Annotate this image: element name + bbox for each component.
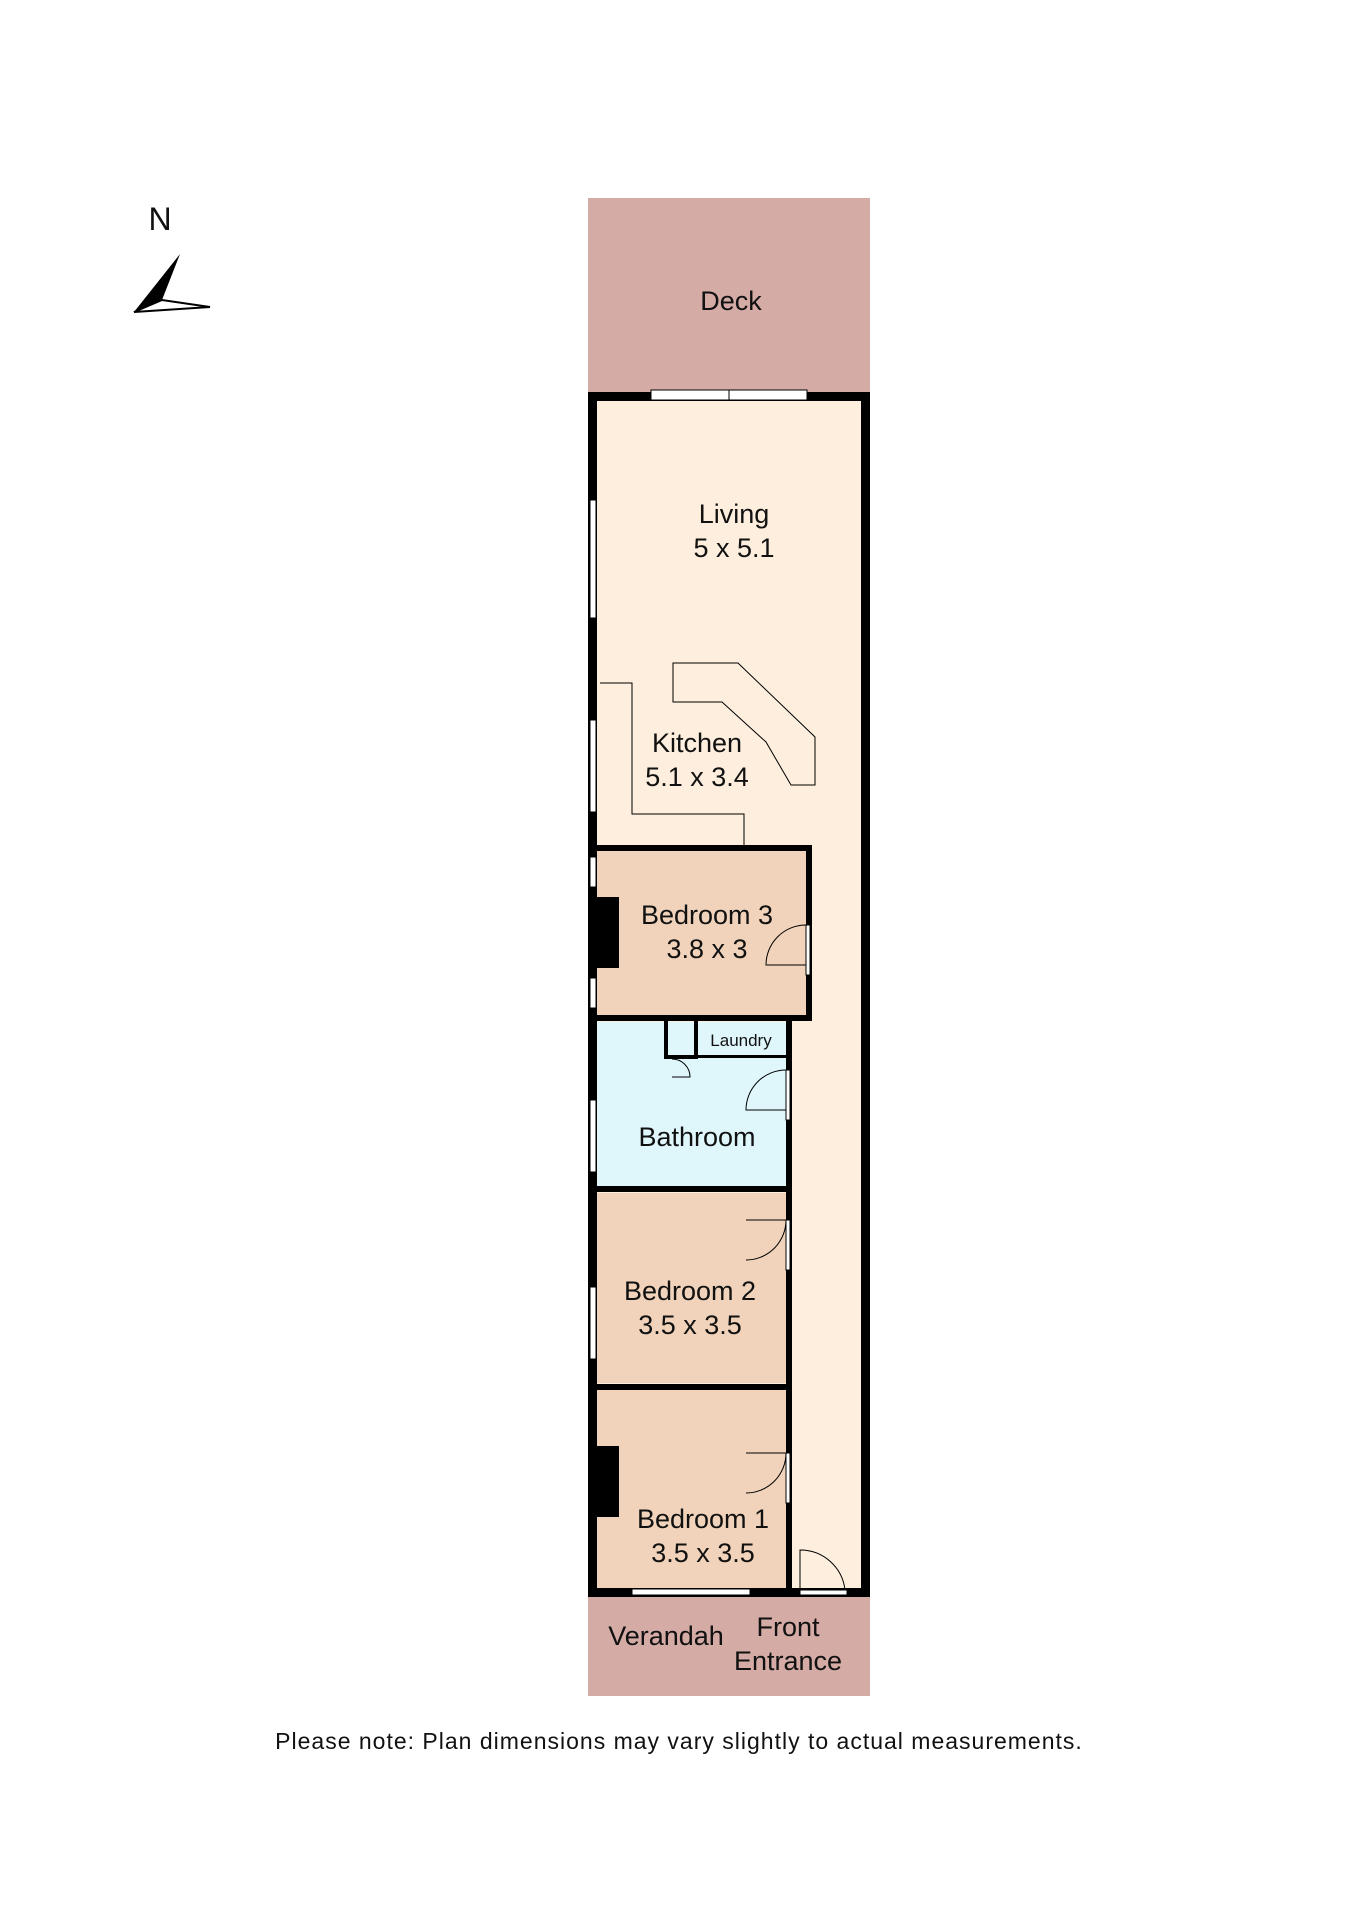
doors <box>671 924 848 1596</box>
verandah-area <box>588 1597 870 1696</box>
laundry-label: Laundry <box>710 1031 772 1050</box>
bedroom-3-label: Bedroom 3 <box>641 900 773 930</box>
bedroom-3-dims: 3.8 x 3 <box>666 934 747 964</box>
bedroom-2-label: Bedroom 2 <box>624 1276 756 1306</box>
bathroom-fill <box>596 1022 790 1187</box>
bathroom-label: Bathroom <box>638 1122 755 1152</box>
deck-label: Deck <box>700 286 762 316</box>
compass: N <box>133 201 211 313</box>
front-entrance-label-line1: Front <box>756 1612 820 1642</box>
living-label: Living <box>699 499 770 529</box>
living-dims: 5 x 5.1 <box>693 533 774 563</box>
disclaimer-note: Please note: Plan dimensions may vary sl… <box>275 1728 1083 1754</box>
bedroom-2-fill <box>596 1193 790 1383</box>
kitchen-bench <box>600 662 816 845</box>
bedroom-1-dims: 3.5 x 3.5 <box>651 1538 755 1568</box>
kitchen-label: Kitchen <box>652 728 742 758</box>
bedroom-3-fill <box>596 847 808 1017</box>
verandah-label: Verandah <box>608 1621 724 1651</box>
windows <box>589 389 808 1596</box>
kitchen-dims: 5.1 x 3.4 <box>645 762 749 792</box>
bedroom-1-fill <box>596 1390 790 1588</box>
bedroom-1-label: Bedroom 1 <box>637 1504 769 1534</box>
north-arrow-icon <box>133 254 211 313</box>
compass-north-label: N <box>148 201 171 237</box>
bedroom-2-dims: 3.5 x 3.5 <box>638 1310 742 1340</box>
front-entrance-label-line2: Entrance <box>734 1646 842 1676</box>
deck-area <box>588 198 870 394</box>
